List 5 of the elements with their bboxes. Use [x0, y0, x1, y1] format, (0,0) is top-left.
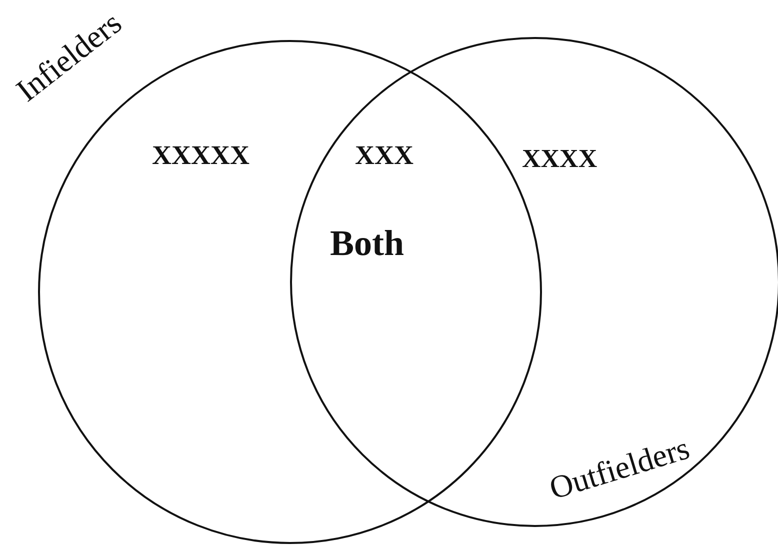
- tally-marks: XXXX: [522, 144, 598, 174]
- overlap-label: Both: [330, 222, 404, 264]
- tally-marks: XXX: [355, 140, 414, 171]
- tally-marks: XXXXX: [152, 140, 250, 171]
- set-title: Outfielders: [545, 430, 694, 507]
